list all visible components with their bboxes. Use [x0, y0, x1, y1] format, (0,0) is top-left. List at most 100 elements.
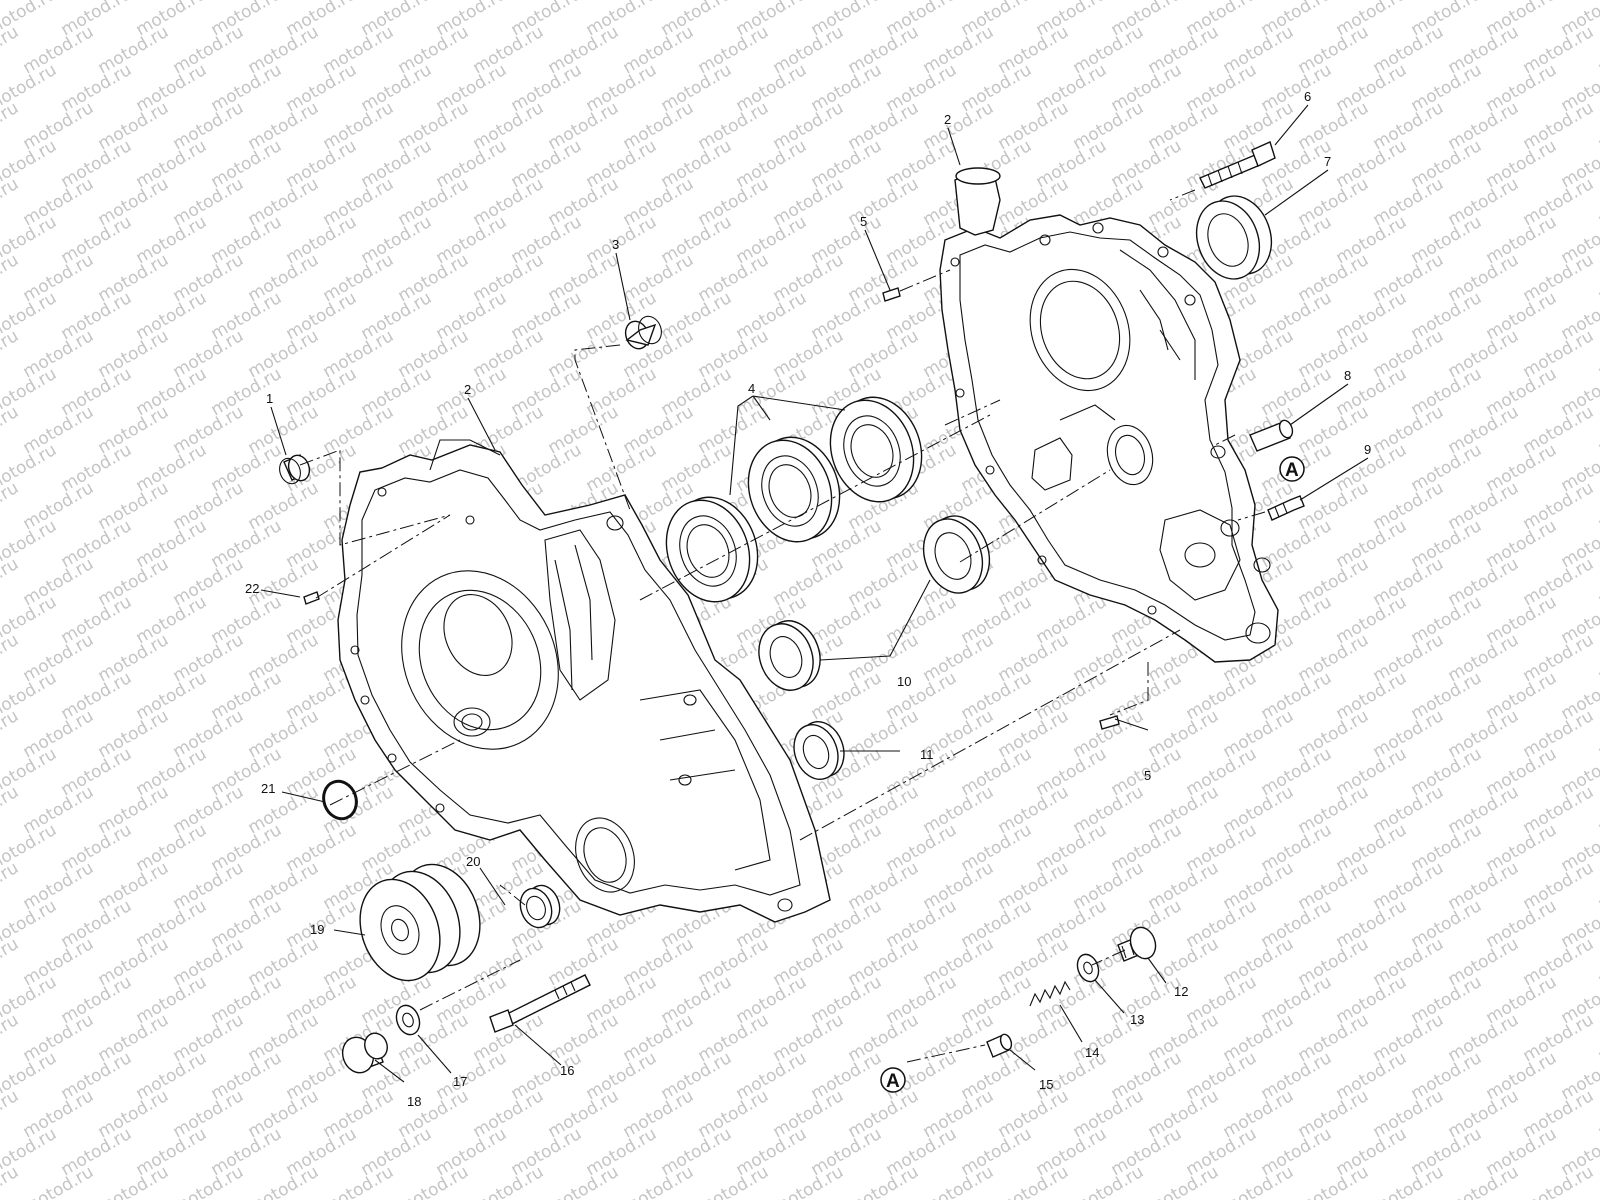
watermark-text: motod.ru [845, 1162, 923, 1200]
reference-mark-refA1: A [1285, 460, 1299, 481]
watermark-text: motod.ru [20, 1162, 98, 1200]
watermark-text: motod.ru [0, 858, 22, 914]
watermark-text: motod.ru [1595, 858, 1600, 914]
callout-c22: 22 [245, 581, 259, 596]
left-crankcase-half [337, 439, 831, 923]
right-crankcase-half [939, 167, 1279, 663]
callout-c5a: 5 [860, 214, 867, 229]
callout-c10: 10 [897, 674, 911, 689]
watermark-text: motod.ru [1595, 98, 1600, 154]
watermark-text: motod.ru [1445, 1162, 1523, 1200]
callout-c1: 1 [266, 391, 273, 406]
watermark-text: motod.ru [1595, 250, 1600, 306]
watermark-text: motod.ru [1295, 1162, 1373, 1200]
callout-c17: 17 [453, 1074, 467, 1089]
watermark-text: motod.ru [695, 1162, 773, 1200]
watermark-text: motod.ru [995, 1162, 1073, 1200]
washer-17 [395, 1004, 421, 1036]
bearing-10b [758, 620, 821, 691]
bolt-12 [1117, 926, 1157, 962]
watermark-text: motod.ru [1220, 1162, 1298, 1200]
callout-c11: 11 [920, 747, 934, 762]
watermark-text: motod.ru [920, 1162, 998, 1200]
watermark-text: motod.ru [0, 554, 22, 610]
callout-c6: 6 [1304, 89, 1311, 104]
bolt-6 [1199, 141, 1276, 189]
plug-8 [1249, 419, 1294, 452]
watermark-text: motod.ru [1595, 1162, 1600, 1200]
watermark-text: motod.ru [1595, 326, 1600, 382]
watermark-text: motod.ru [1595, 22, 1600, 78]
callout-c20: 20 [466, 854, 480, 869]
watermark-text: motod.ru [320, 1162, 398, 1200]
watermark-text: motod.ru [470, 1162, 548, 1200]
watermark-text: motod.ru [620, 1162, 698, 1200]
watermark-text: motod.ru [1595, 782, 1600, 838]
callout-c21: 21 [261, 781, 275, 796]
watermark-text: motod.ru [95, 1162, 173, 1200]
pulley-19 [359, 863, 481, 982]
callout-c19: 19 [310, 922, 324, 937]
watermark-text: motod.ru [1595, 630, 1600, 686]
watermark-text: motod.ru [0, 934, 22, 990]
callout-c5b: 5 [1144, 768, 1151, 783]
watermark-text: motod.ru [545, 1162, 623, 1200]
washer-13 [1076, 953, 1100, 983]
callout-c7: 7 [1324, 154, 1331, 169]
callout-c13: 13 [1130, 1012, 1144, 1027]
watermark-text: motod.ru [0, 782, 22, 838]
drain-plug-18 [341, 1032, 388, 1074]
watermark-text: motod.ru [1595, 174, 1600, 230]
callout-c2b: 2 [944, 112, 951, 127]
callout-c18: 18 [407, 1094, 421, 1109]
assembly-axes [299, 189, 1266, 1063]
bearing-10a [922, 515, 991, 594]
callout-c12: 12 [1174, 984, 1188, 999]
watermark-text: motod.ru [0, 98, 22, 154]
watermark-text: motod.ru [0, 478, 22, 534]
callout-c15: 15 [1039, 1077, 1053, 1092]
watermark-text: motod.ru [1595, 402, 1600, 458]
watermark-text: motod.ru [170, 1162, 248, 1200]
watermark-text: motod.ru [1595, 706, 1600, 762]
pin-22 [303, 591, 320, 605]
bearing-4b [747, 436, 841, 543]
watermark-text: motod.ru [245, 1162, 323, 1200]
watermark-text: motod.ru [1370, 1162, 1448, 1200]
oil-seal-7 [1195, 195, 1273, 280]
fitting-9 [1267, 495, 1305, 521]
spring-14 [1029, 980, 1071, 1007]
watermark-text: motod.ru [0, 402, 22, 458]
watermark-text: motod.ru [0, 630, 22, 686]
bearing-4a [665, 496, 759, 603]
watermark-text: motod.ru [0, 174, 22, 230]
watermark-text: motod.ru [395, 1162, 473, 1200]
oil-seal-20 [519, 884, 561, 929]
watermark-text: motod.ru [0, 250, 22, 306]
reference-marks [880, 456, 1305, 1093]
watermark-text: motod.ru [1145, 1162, 1223, 1200]
callout-c8: 8 [1344, 368, 1351, 383]
callout-c3: 3 [612, 237, 619, 252]
watermark-text: motod.ru [0, 706, 22, 762]
reference-mark-refA2: A [886, 1071, 900, 1092]
callout-c14: 14 [1085, 1045, 1099, 1060]
watermark-text: motod.ru [770, 1162, 848, 1200]
callout-c9: 9 [1364, 442, 1371, 457]
watermark-text: motod.ru [0, 326, 22, 382]
pin-5-lower [1099, 715, 1120, 730]
stud-16 [489, 974, 591, 1033]
bearing-4c [829, 396, 923, 503]
watermark-text: motod.ru [1595, 554, 1600, 610]
leader-lines [260, 104, 1369, 1083]
callout-c4: 4 [748, 381, 755, 396]
watermark-text: motod.ru [1520, 1162, 1598, 1200]
watermark-text: motod.ru [1070, 1162, 1148, 1200]
watermark-text: motod.ru [0, 1010, 22, 1066]
watermark-text: motod.ru [0, 1086, 22, 1142]
watermark-text: motod.ru [0, 1162, 22, 1200]
